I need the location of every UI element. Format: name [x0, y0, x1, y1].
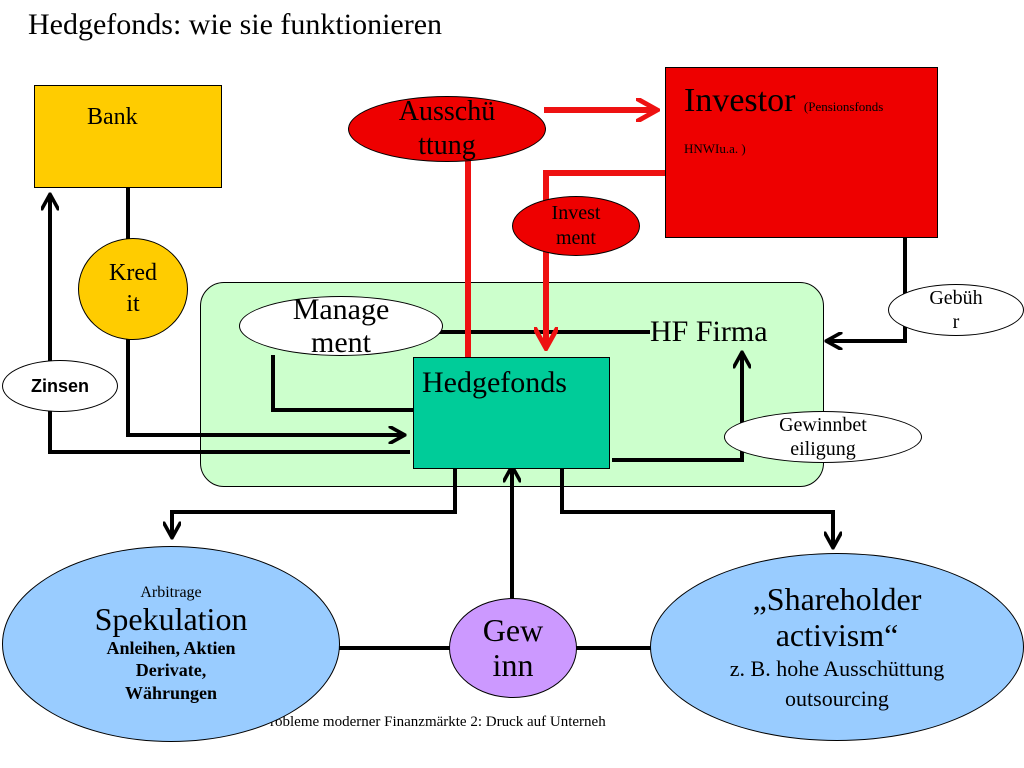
management-ellipse: Manage ment: [239, 293, 443, 359]
shareholder-activism-ellipse: „Shareholder activism“ z. B. hohe Aussch…: [650, 553, 1024, 741]
gewinnbeteiligung-ellipse: Gewinnbet eiligung: [724, 411, 922, 463]
shareholder-line-1: z. B. hohe Ausschüttung: [729, 656, 945, 682]
gebuehr-arrow: [828, 238, 907, 341]
investor-box: Investor (Pensionsfonds HNWIu.a. ): [665, 67, 938, 238]
spekulation-title: Spekulation: [94, 600, 248, 637]
spekulation-line-3: Währungen: [124, 682, 218, 703]
kredit-ellipse: Kred it: [78, 238, 188, 340]
spekulation-ellipse: Arbitrage Spekulation Anleihen, Aktien D…: [2, 546, 340, 742]
gewinnbeteiligung-arrow: [612, 354, 742, 462]
bank-label: Bank: [87, 104, 138, 130]
shareholder-title-2: activism“: [775, 617, 899, 654]
shareholder-line-2: outsourcing: [785, 685, 889, 711]
gewinn-label-2: inn: [492, 647, 534, 683]
gebuehr-label-1: Gebüh: [929, 287, 983, 309]
shareholder-title-1: „Shareholder: [752, 580, 922, 617]
investor-subtitle-line-2: HNWIu.a. ): [684, 141, 746, 156]
gebuehr-label-2: r: [952, 311, 960, 333]
page-title: Hedgefonds: wie sie funktionieren: [28, 8, 443, 41]
investment-ellipse: Invest ment: [512, 196, 640, 256]
slide-footer: robleme moderner Finanzmärkte 2: Druck a…: [270, 714, 606, 730]
bank-box: Bank: [34, 85, 222, 188]
zinsen-arrow: [50, 196, 410, 454]
zinsen-ellipse: Zinsen: [2, 360, 118, 412]
ausschuettung-label-1: Ausschü: [398, 96, 496, 128]
kredit-label-2: it: [126, 291, 140, 317]
gebuehr-ellipse: Gebüh r: [888, 284, 1024, 336]
investor-label: Investor (Pensionsfonds: [684, 82, 883, 119]
spekulation-line-2: Derivate,: [135, 660, 207, 681]
gewinn-label-1: Gew: [482, 611, 544, 648]
investment-label-2: ment: [556, 227, 596, 249]
investor-title: Investor: [684, 82, 796, 119]
hedgefonds-box: Hedgefonds: [413, 357, 610, 469]
investment-label-1: Invest: [551, 202, 601, 224]
management-label-2: ment: [311, 326, 371, 359]
management-label-1: Manage: [292, 293, 390, 326]
investment-arrow: [546, 170, 665, 346]
ausschuettung-ellipse: Ausschü ttung: [348, 96, 546, 162]
zinsen-label: Zinsen: [30, 375, 89, 396]
hf-firma-label: HF Firma: [650, 315, 768, 348]
ausschuettung-label-2: ttung: [418, 130, 476, 161]
hedgefonds-label: Hedgefonds: [422, 366, 567, 399]
gewinnbeteiligung-label-2: eiligung: [790, 438, 856, 460]
spekulation-top-label: Arbitrage: [140, 583, 202, 601]
gewinnbeteiligung-label-1: Gewinnbet: [779, 414, 867, 436]
investor-subtitle: (Pensionsfonds: [803, 99, 884, 114]
gewinn-ellipse: Gew inn: [449, 598, 577, 698]
kredit-label-1: Kred: [109, 259, 157, 286]
spekulation-line-1: Anleihen, Aktien: [106, 637, 236, 658]
